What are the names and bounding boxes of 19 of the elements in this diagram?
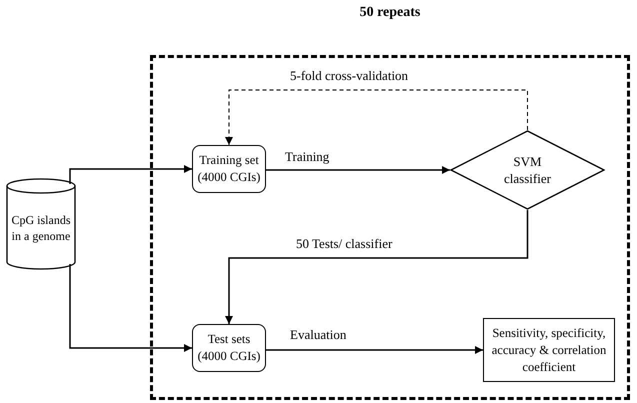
process-box bbox=[192, 324, 266, 372]
edge-label: Evaluation bbox=[290, 327, 346, 343]
arrow bbox=[225, 90, 528, 146]
edge-label: Training bbox=[285, 149, 330, 165]
node-label: Sensitivity, specificity, accuracy & correlation coefficient bbox=[490, 324, 608, 376]
node-label: Training set (4000 CGIs) bbox=[196, 152, 262, 186]
node-label: Test sets (4000 CGIs) bbox=[196, 331, 262, 365]
arrow bbox=[225, 210, 528, 324]
arrow bbox=[266, 346, 483, 354]
node-label: SVM classifier bbox=[504, 154, 551, 186]
edge-label: 5-fold cross-validation bbox=[290, 68, 408, 84]
process-box bbox=[192, 145, 266, 193]
arrow bbox=[266, 166, 450, 174]
node-label: CpG islands in a genome bbox=[11, 213, 70, 243]
result-box bbox=[483, 318, 615, 382]
arrow bbox=[69, 165, 192, 184]
arrow bbox=[69, 264, 192, 352]
node-label: 50 repeats bbox=[360, 4, 420, 22]
edge-label: 50 Tests/ classifier bbox=[296, 236, 392, 252]
